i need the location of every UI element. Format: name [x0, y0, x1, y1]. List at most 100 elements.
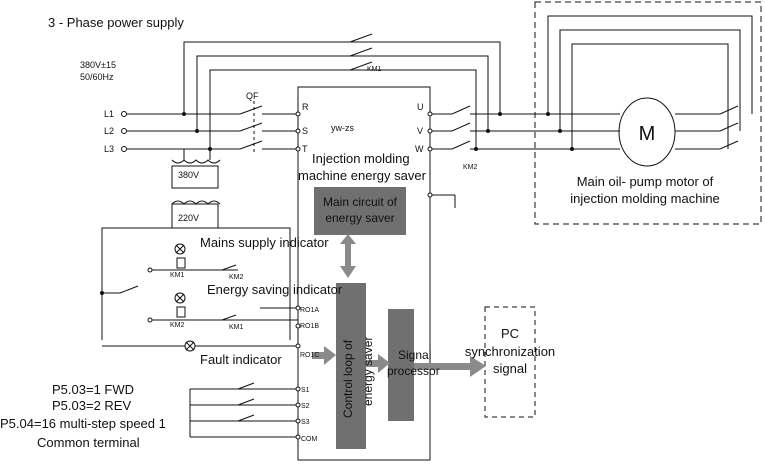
terminal-s: S: [302, 126, 308, 136]
com-terminal: [295, 434, 301, 440]
motor-bus-2: [559, 29, 741, 131]
phase-l1-label: L1: [104, 109, 114, 119]
mains-indicator-label: Mains supply indicator: [200, 235, 329, 250]
s1-switch: [237, 382, 255, 390]
phase-l3-label: L3: [104, 144, 114, 154]
motor-symbol: M: [639, 123, 656, 145]
s1-terminal: [295, 386, 301, 392]
saver-title-line1: Injection molding: [312, 151, 410, 166]
r-terminal: [295, 111, 301, 117]
mains-lamp: [174, 243, 186, 255]
terminal-s2: S2: [301, 403, 310, 410]
km2-contact-1: [451, 105, 471, 115]
terminal-com: COM: [301, 436, 318, 443]
motor-sw-3: [719, 140, 739, 150]
terminal-u: U: [417, 102, 424, 112]
saver-title-line2: machine energy saver: [298, 168, 427, 183]
km2-row-start: [147, 317, 153, 323]
phase-l2-label: L2: [104, 126, 114, 136]
w-terminal: [427, 146, 433, 152]
s2-switch: [237, 398, 255, 406]
km2-contact-2: [451, 122, 471, 132]
main-circuit-line2: energy saver: [325, 211, 394, 225]
pc-line2: synchronization: [465, 344, 555, 359]
motor-bus-3: [571, 43, 729, 149]
signal-processor-block: [388, 309, 414, 421]
ctrl-bus-left: [101, 227, 172, 340]
transformer-body: [171, 165, 219, 189]
input-common-label: Common terminal: [37, 435, 140, 450]
motor-sw-1: [719, 105, 739, 115]
ro1c-terminal: [295, 343, 301, 349]
ro1a-terminal: [295, 305, 301, 311]
control-loop-block: [336, 283, 366, 449]
supply-title: 3 - Phase power supply: [48, 15, 184, 30]
fault-arrow-shaft: [312, 352, 326, 359]
fault-indicator-label: Fault indicator: [200, 352, 282, 367]
km2-coil-label: KM2: [170, 322, 185, 329]
input-rev-label: P5.03=2 REV: [52, 398, 131, 413]
ctrl-bus-right: [218, 227, 291, 340]
input-multistep-label: P5.04=16 multi-step speed 1: [0, 416, 166, 431]
motor-sw-2: [719, 122, 739, 132]
s-terminal: [295, 128, 301, 134]
main-ctrl-arrow-up: [340, 234, 356, 244]
km2-contact-label: KM2: [229, 274, 244, 281]
pc-arrow-shaft: [414, 363, 472, 370]
s2-terminal: [295, 402, 301, 408]
input-fwd-label: P5.03=1 FWD: [52, 382, 134, 397]
bypass-l2: [196, 55, 489, 131]
pc-line1: PC: [501, 326, 519, 341]
main-circuit-line1: Main circuit of: [323, 195, 398, 209]
l1-terminal: [121, 111, 127, 117]
supply-frequency: 50/60Hz: [80, 72, 114, 82]
transformer-primary: [171, 159, 221, 164]
ctrl-sig-arrow-head: [378, 354, 390, 373]
supply-voltage: 380V±15: [80, 60, 116, 70]
motor-circle: [618, 97, 676, 167]
motor-caption-line2: injection molding machine: [570, 191, 720, 206]
mains-lamp-x2: [175, 244, 185, 254]
km1-label: KM1: [367, 66, 382, 73]
km1-contact-1: [349, 33, 373, 43]
qf-switch-2: [239, 122, 263, 132]
fault-lamp-x2: [185, 341, 195, 351]
fault-arrow-head: [324, 346, 336, 365]
bypass-l3: [209, 69, 477, 149]
pe-terminal: [427, 192, 433, 198]
pc-box: [484, 306, 536, 418]
terminal-s3: S3: [301, 419, 310, 426]
energy-saver-box: [297, 86, 431, 461]
transformer-secondary-label: 220V: [178, 213, 199, 223]
bypass-l1: [183, 41, 501, 114]
saving-lamp: [174, 292, 186, 304]
junction: [570, 147, 574, 151]
terminal-s1: S1: [301, 387, 310, 394]
terminal-ro1a: RO1A: [300, 307, 319, 314]
s3-switch: [237, 414, 255, 422]
motor-caption-line1: Main oil- pump motor of: [577, 174, 714, 189]
ctrl-sig-arrow-shaft: [366, 360, 380, 367]
pc-arrow-head: [470, 356, 486, 377]
saver-model: yw-zs: [331, 123, 354, 133]
junction: [546, 112, 550, 116]
breaker-label: QF: [246, 91, 259, 101]
mode-switch: [119, 285, 139, 294]
motor-bus-1: [547, 15, 753, 114]
qf-switch-3: [239, 140, 263, 150]
terminal-r: R: [302, 102, 309, 112]
qf-switch-1: [239, 105, 263, 115]
terminal-ro1b: RO1B: [300, 323, 319, 330]
junction: [100, 291, 104, 295]
km1-coil-label: KM1: [170, 272, 185, 279]
main-ctrl-arrow-shaft: [345, 240, 351, 270]
km2-contact-3: [451, 140, 471, 150]
junction: [558, 129, 562, 133]
junction: [182, 112, 186, 116]
l2-terminal: [121, 128, 127, 134]
km1-contact-3: [349, 61, 373, 71]
energy-saving-indicator-label: Energy saving indicator: [207, 282, 343, 297]
km1-coil: [176, 257, 186, 269]
km1-contact-label: KM1: [229, 324, 244, 331]
